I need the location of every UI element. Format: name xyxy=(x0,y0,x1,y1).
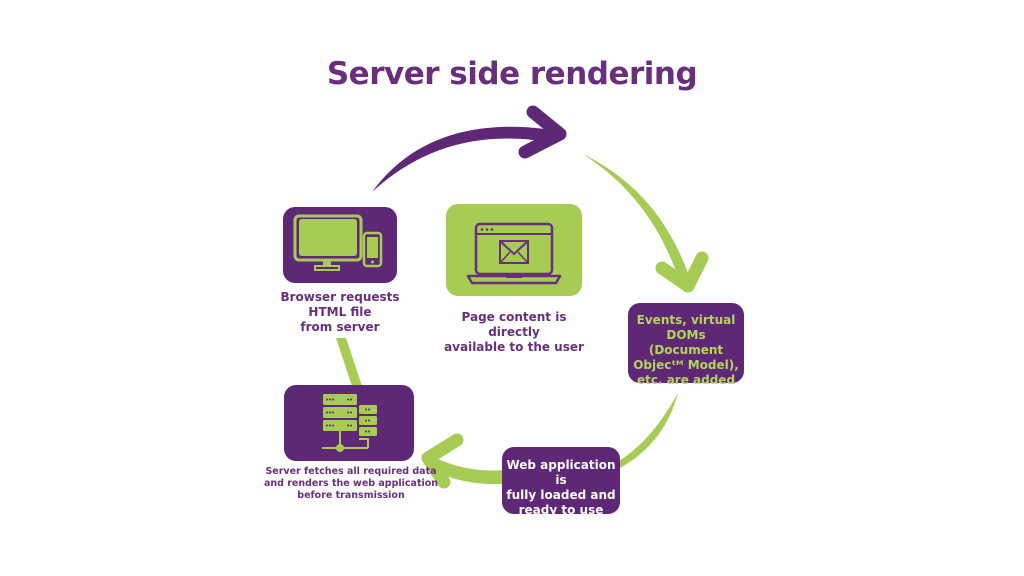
page-content-label-line: available to the user xyxy=(444,340,584,354)
server-stack-icon xyxy=(322,394,377,452)
events-text-line: DOMs (Document xyxy=(648,328,724,357)
web-app-ready-card: Web application is fully loaded and read… xyxy=(502,447,620,517)
page-content-label-line: Page content is xyxy=(461,310,567,324)
server-card xyxy=(284,385,414,461)
server-label: Server fetches all required data and ren… xyxy=(262,466,440,502)
browser-label-line: HTML file xyxy=(308,305,372,319)
page-content-card xyxy=(446,204,582,296)
page-content-label-line: directly xyxy=(488,325,540,339)
arrow-purple-top xyxy=(372,105,567,192)
web-app-ready-text-line: Web application is xyxy=(506,458,616,487)
server-label-line: Server fetches all required data xyxy=(265,466,437,477)
web-app-ready-text: Web application is fully loaded and read… xyxy=(502,458,620,518)
browser-card xyxy=(283,207,397,283)
arrow-green-bottom-left xyxy=(421,433,505,489)
browser-label-line: from server xyxy=(300,320,380,334)
server-label-line: before transmission xyxy=(297,490,405,501)
events-text-line: Objecᵗᴹ Model), xyxy=(633,358,739,372)
page-content-label: Page content is directly available to th… xyxy=(434,310,594,355)
desktop-and-phone-icon xyxy=(293,214,383,271)
laptop-envelope-icon xyxy=(466,222,562,285)
diagram-title: Server side rendering xyxy=(326,56,698,92)
arrow-green-left-up xyxy=(336,338,362,386)
browser-label-line: Browser requests xyxy=(280,290,400,304)
web-app-ready-text-line: fully loaded and xyxy=(506,488,616,502)
server-label-line: and renders the web application xyxy=(263,478,439,489)
web-app-ready-text-line: ready to use xyxy=(518,503,604,517)
browser-label: Browser requests HTML file from server xyxy=(270,290,410,335)
events-text: Events, virtual DOMs (Document Objecᵗᴹ M… xyxy=(628,313,744,388)
events-text-line: etc. are added xyxy=(636,373,736,387)
arrow-green-right-down xyxy=(583,154,709,293)
events-text-line: Events, virtual xyxy=(636,313,736,327)
arrow-green-right-bottom xyxy=(612,393,678,470)
events-card: Events, virtual DOMs (Document Objecᵗᴹ M… xyxy=(628,303,744,387)
